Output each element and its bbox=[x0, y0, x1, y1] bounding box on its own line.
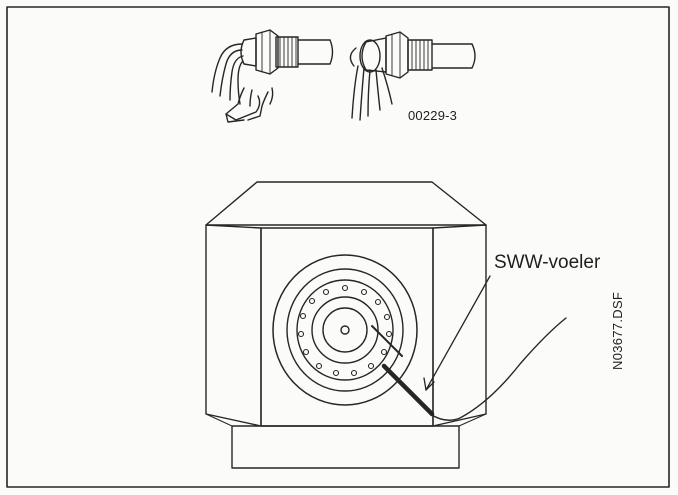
figure-code-label: 00229-3 bbox=[408, 108, 458, 123]
sensor-label: SWW-voeler bbox=[494, 252, 601, 273]
file-name-label: N03677.DSF bbox=[610, 291, 625, 370]
burner-flange bbox=[272, 254, 418, 406]
sww-sensor bbox=[371, 275, 567, 421]
fitting-detail-left bbox=[211, 29, 334, 123]
diagram-frame bbox=[6, 6, 670, 488]
boiler-body bbox=[205, 181, 487, 469]
fitting-detail-right bbox=[349, 31, 476, 121]
